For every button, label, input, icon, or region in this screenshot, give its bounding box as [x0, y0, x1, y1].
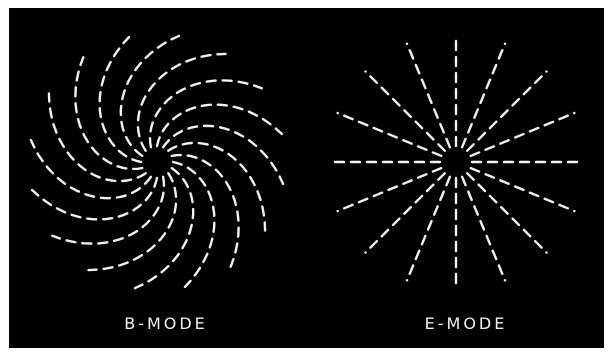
black-panel: B-MODE E-MODE: [9, 8, 604, 348]
e-mode-arm: [338, 168, 442, 211]
b-mode-arm: [52, 177, 164, 244]
b-mode-arm: [138, 54, 226, 151]
e-mode-pattern: [328, 34, 584, 290]
b-mode-arm: [32, 178, 157, 219]
b-mode-arm: [89, 173, 177, 270]
e-mode-arm: [471, 168, 575, 211]
b-mode-arm: [172, 155, 239, 267]
e-mode-arm: [462, 44, 505, 148]
b-mode-arm: [100, 37, 141, 162]
e-mode-arm: [338, 113, 442, 156]
b-mode-arm: [150, 80, 262, 147]
e-mode-arm: [407, 177, 450, 280]
e-mode-arm: [471, 113, 575, 156]
b-mode-arm: [157, 105, 282, 146]
e-mode-arm: [407, 44, 450, 148]
e-mode-label: E-MODE: [366, 314, 566, 333]
b-mode-arm: [168, 143, 265, 231]
e-mode-arm: [467, 173, 546, 252]
e-mode-arm: [366, 173, 445, 252]
b-mode-label: B-MODE: [66, 314, 266, 333]
e-mode-arm: [462, 177, 505, 280]
b-mode-arm: [49, 94, 146, 182]
e-mode-arm: [366, 72, 445, 151]
e-mode-arm: [467, 72, 546, 151]
b-mode-arm: [75, 57, 142, 169]
b-mode-arm: [173, 162, 214, 287]
patterns-canvas: [9, 8, 604, 348]
b-mode-pattern: [31, 36, 283, 288]
